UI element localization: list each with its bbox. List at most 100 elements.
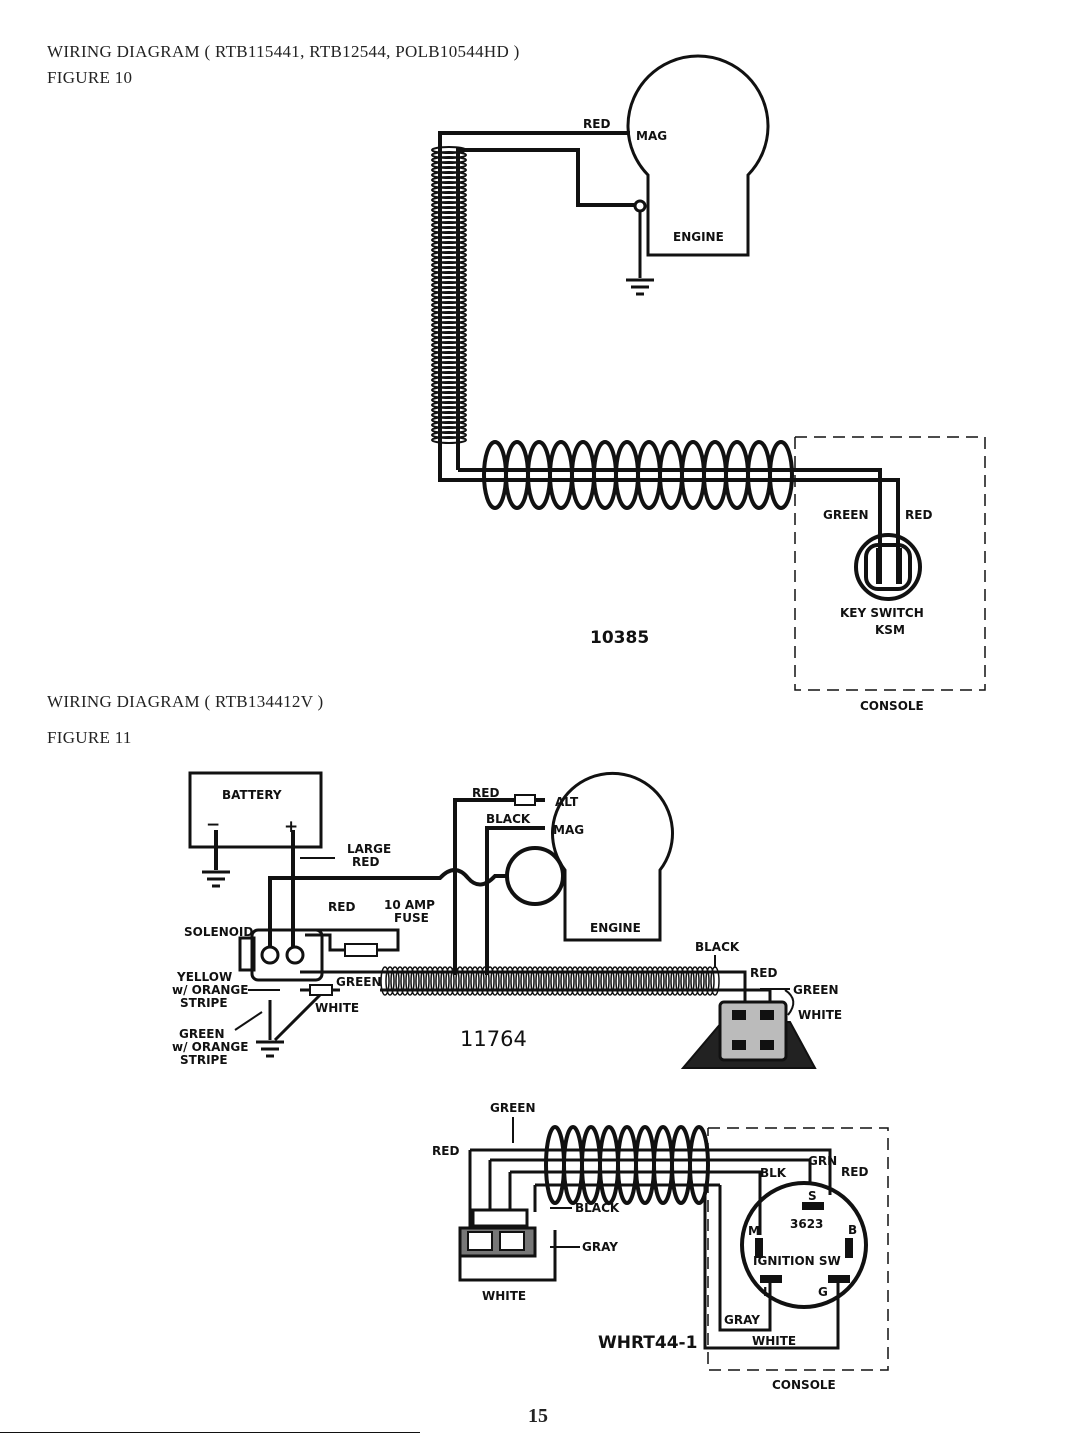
red-label: RED <box>905 508 932 522</box>
part-number: 10385 <box>590 628 649 648</box>
coil-loop <box>592 440 618 510</box>
battery-label: BATTERY <box>222 788 282 802</box>
coil-loop <box>560 966 570 996</box>
whrt-console-label: CONSOLE <box>772 1378 836 1392</box>
coil-loop <box>525 966 535 996</box>
coil-loop <box>660 966 670 996</box>
coil-loop <box>495 966 505 996</box>
ignition-switch <box>740 1181 868 1309</box>
coil-loop <box>700 966 710 996</box>
whrt-diagram: GREEN RED BLACK GRAY WHITE <box>432 1101 889 1392</box>
coil-loop <box>435 966 445 996</box>
ground-wires <box>268 993 322 1042</box>
fuse-label: FUSE <box>394 911 429 925</box>
figure11-diagram: BATTERY − + LARGE RED ENGINE ALT MAG RED… <box>172 771 842 1069</box>
coil-loop <box>635 966 645 996</box>
mag-label: MAG <box>636 129 667 143</box>
green-right-label: GREEN <box>793 983 839 997</box>
solenoid-bracket <box>238 936 256 972</box>
green-mid-label: GREEN <box>336 975 382 989</box>
key-switch <box>854 533 922 601</box>
coil-loop <box>520 966 530 996</box>
model-label: 3623 <box>790 1217 823 1231</box>
sw-blk-wire <box>720 1170 762 1235</box>
coil-loop <box>504 440 530 510</box>
part-number-11764: 11764 <box>460 1027 527 1051</box>
coil-loop <box>616 1125 638 1205</box>
coil-loop <box>470 966 480 996</box>
w-orange-2-label: w/ ORANGE <box>172 1040 248 1054</box>
ignition-label: IGNITION SW <box>753 1254 841 1268</box>
engine11-outline <box>551 771 674 942</box>
coil-loop <box>620 966 630 996</box>
coil-loop <box>630 966 640 996</box>
black-top-label: BLACK <box>486 812 531 826</box>
coil-loop <box>431 436 467 444</box>
starter-motor <box>505 846 565 906</box>
coil-loop <box>530 966 540 996</box>
coil-loop <box>475 966 485 996</box>
footer-rule <box>0 1432 420 1433</box>
switch-plug <box>718 1000 788 1062</box>
coil-loop <box>548 440 574 510</box>
coil-loop <box>445 966 455 996</box>
connector-dot <box>633 199 647 213</box>
black-mag-wire <box>485 826 545 975</box>
coil-loop <box>430 966 440 996</box>
coil-loop <box>746 440 772 510</box>
whrt-part-number: WHRT44-1 <box>598 1333 697 1353</box>
mag11-label: MAG <box>553 823 584 837</box>
coil-loop <box>640 966 650 996</box>
green-label: GREEN <box>823 508 869 522</box>
coil-loop <box>705 966 715 996</box>
battery-ground-symbol <box>202 870 230 888</box>
coil-loop <box>634 1125 656 1205</box>
coil-loop <box>535 966 545 996</box>
ten-amp-label: 10 AMP <box>384 898 435 912</box>
green-stripe-label: GREEN <box>179 1027 225 1041</box>
figure10-diagram: ENGINE MAG RED GREEN RED KEY SWITCH <box>431 54 986 713</box>
whrt-green-label: GREEN <box>490 1101 536 1115</box>
coil-loop <box>590 966 600 996</box>
coil-loop <box>690 966 700 996</box>
coil-loop <box>680 966 690 996</box>
white-mid-label: WHITE <box>315 1001 359 1015</box>
blk-label: BLK <box>760 1166 787 1180</box>
coil-loop <box>605 966 615 996</box>
black-right-label: BLACK <box>695 940 740 954</box>
coil-loop <box>570 966 580 996</box>
coil-loop <box>515 966 525 996</box>
coil-loop <box>570 440 596 510</box>
sw-term-l <box>760 1275 782 1283</box>
coil-loop <box>645 966 655 996</box>
coil-loop <box>595 966 605 996</box>
b-label: B <box>848 1223 857 1237</box>
coil-loop <box>665 966 675 996</box>
figure10-number: FIGURE 10 <box>47 68 133 87</box>
whrt-connector <box>458 1208 537 1258</box>
red-wire-2 <box>438 470 900 548</box>
coil-loop <box>625 966 635 996</box>
plug-pin-2 <box>760 1010 774 1020</box>
plug-pin-4 <box>760 1040 774 1050</box>
coil-loop <box>455 966 465 996</box>
large-label: LARGE <box>347 842 391 856</box>
switch-wire-1 <box>720 970 747 1002</box>
green-wire <box>458 468 882 548</box>
coil-loop <box>420 966 430 996</box>
coil-loop <box>500 966 510 996</box>
solenoid-box <box>250 928 324 982</box>
engine-outline <box>626 54 770 257</box>
red-r-label: RED <box>841 1165 868 1179</box>
coil-loop <box>680 440 706 510</box>
battery-box <box>188 771 323 849</box>
page-number: 15 <box>528 1405 548 1427</box>
coil-loop <box>405 966 415 996</box>
console-label: CONSOLE <box>860 699 924 713</box>
ground-symbol <box>626 278 654 296</box>
grn-label: GRN <box>808 1154 837 1168</box>
coil-loop <box>695 966 705 996</box>
coil-loop <box>575 966 585 996</box>
coil-loop <box>675 966 685 996</box>
